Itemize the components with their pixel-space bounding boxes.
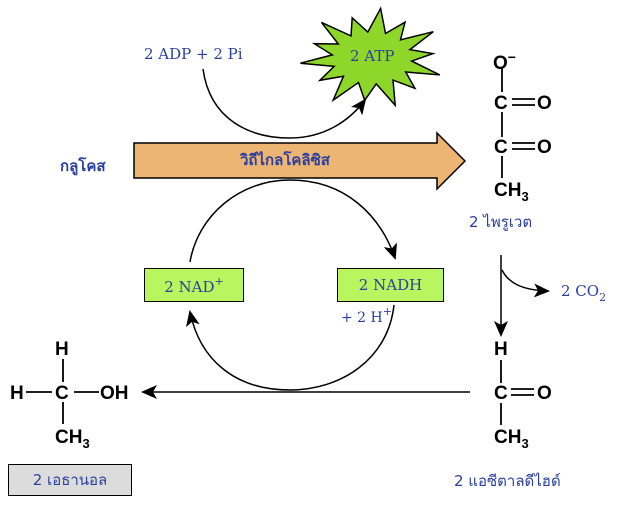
nadh-box: 2 NADH	[337, 268, 444, 302]
acetaldehyde-h: H	[494, 339, 508, 360]
acetaldehyde-bonds	[500, 360, 534, 425]
nad-plus-box: 2 NAD+	[144, 268, 244, 302]
nadh-label: 2 NADH	[358, 276, 423, 294]
nadh-to-nad-arc	[186, 304, 395, 391]
acetaldehyde-label: 2 แอซีตาลดีไฮด์	[454, 472, 561, 490]
adp-to-atp-arc	[202, 68, 367, 139]
glucose-label: กลูโคส	[60, 157, 106, 175]
ethanol-label: 2 เอธานอล	[32, 471, 108, 489]
ethanol-ch3: CH3	[55, 427, 90, 451]
ethanol-oh: OH	[100, 383, 129, 404]
ethanol-box: 2 เอธานอล	[8, 464, 132, 496]
glycolysis-label: วิถีไกลโคลิซิส	[240, 151, 330, 169]
nad-to-nadh-arc	[189, 179, 397, 263]
atp-label: 2 ATP	[350, 47, 395, 65]
ethanol-bonds	[26, 359, 99, 424]
glycolysis-arrow-shape	[133, 131, 467, 191]
pyruvate-o-minus: O−	[493, 49, 516, 74]
acetaldehyde-ch3: CH3	[494, 427, 529, 451]
ethanol-c: C	[55, 383, 69, 404]
pyruvate-c1: C	[494, 93, 508, 114]
pyruvate-bonds	[501, 68, 535, 178]
pyruvate-o2: O	[537, 137, 552, 158]
adp-pi-label: 2 ADP + 2 Pi	[144, 45, 243, 63]
ethanol-h-left: H	[10, 383, 24, 404]
acetaldehyde-c: C	[494, 383, 508, 404]
pyruvate-label: 2 ไพรูเวต	[469, 213, 533, 231]
ethanol-h-top: H	[55, 339, 69, 360]
pyruvate-o1: O	[537, 93, 552, 114]
co2-release-arc	[501, 269, 550, 298]
pyruvate-ch3: CH3	[494, 180, 529, 204]
h-plus-label: + 2 H+	[341, 305, 392, 326]
pyruvate-c2: C	[494, 137, 508, 158]
acetaldehyde-o: O	[537, 383, 552, 404]
nad-plus-label: 2 NAD+	[164, 274, 224, 296]
co2-label: 2 CO2	[561, 282, 607, 304]
